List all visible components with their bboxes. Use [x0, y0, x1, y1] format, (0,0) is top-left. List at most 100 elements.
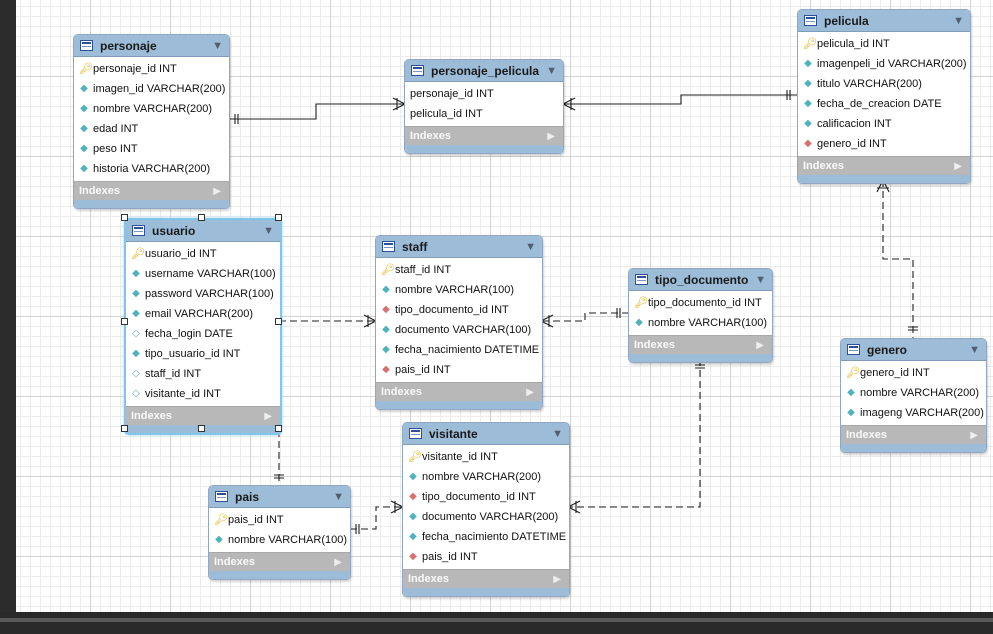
chevron-right-icon[interactable]: ▶	[547, 130, 555, 142]
table-pais[interactable]: pais ▼ 🔑︎pais_id INT ◆nombre VARCHAR(100…	[208, 485, 351, 580]
column-label: fecha_nacimiento DATETIME	[422, 531, 567, 543]
chevron-right-icon[interactable]: ▶	[756, 339, 764, 351]
column-row[interactable]: ◆fecha_nacimiento DATETIME	[376, 340, 542, 360]
chevron-down-icon[interactable]: ▼	[263, 224, 274, 237]
column-row[interactable]: 🔑︎pais_id INT	[209, 510, 350, 530]
column-row[interactable]: ◆email VARCHAR(200)	[126, 304, 280, 324]
column-row[interactable]: ◆historia VARCHAR(200)	[74, 159, 229, 179]
column-row[interactable]: 🔑︎pelicula_id INT	[798, 34, 970, 54]
table-staff[interactable]: staff ▼ 🔑︎staff_id INT ◆nombre VARCHAR(1…	[375, 235, 543, 410]
table-header[interactable]: staff ▼	[376, 236, 542, 258]
table-tipo-documento[interactable]: tipo_documento ▼ 🔑︎tipo_documento_id INT…	[628, 268, 773, 363]
column-row[interactable]: ◆username VARCHAR(100)	[126, 264, 280, 284]
chevron-right-icon[interactable]: ▶	[264, 410, 272, 422]
chevron-right-icon[interactable]: ▶	[334, 556, 342, 568]
column-row[interactable]: ◆fecha_nacimiento DATETIME	[403, 527, 569, 547]
table-header[interactable]: genero ▼	[841, 339, 986, 361]
table-visitante[interactable]: visitante ▼ 🔑︎visitante_id INT ◆nombre V…	[402, 422, 570, 597]
column-row[interactable]: ◆imagen_id VARCHAR(200)	[74, 79, 229, 99]
column-row[interactable]: ◆nombre VARCHAR(100)	[376, 280, 542, 300]
column-row[interactable]: 🔑︎tipo_documento_id INT	[629, 293, 772, 313]
table-personaje[interactable]: personaje ▼ 🔑︎personaje_id INT ◆imagen_i…	[73, 34, 230, 209]
resize-handle[interactable]	[198, 214, 205, 221]
chevron-down-icon[interactable]: ▼	[212, 39, 223, 52]
column-row[interactable]: ◆titulo VARCHAR(200)	[798, 74, 970, 94]
column-row[interactable]: ◆password VARCHAR(100)	[126, 284, 280, 304]
column-row[interactable]: ◆calificacion INT	[798, 114, 970, 134]
column-row[interactable]: ◆pais_id INT	[376, 360, 542, 380]
column-row[interactable]: ◆nombre VARCHAR(100)	[209, 530, 350, 550]
column-row[interactable]: ◆tipo_documento_id INT	[376, 300, 542, 320]
resize-handle[interactable]	[121, 214, 128, 221]
resize-handle[interactable]	[121, 318, 128, 325]
column-label: personaje_id INT	[93, 63, 177, 75]
column-row[interactable]: ◇visitante_id INT	[126, 384, 280, 404]
table-header[interactable]: visitante ▼	[403, 423, 569, 445]
resize-handle[interactable]	[275, 425, 282, 432]
table-usuario[interactable]: usuario ▼ 🔑︎usuario_id INT ◆username VAR…	[124, 218, 282, 435]
column-row[interactable]: ◆imageng VARCHAR(200)	[841, 403, 986, 423]
column-row[interactable]: ◆nombre VARCHAR(100)	[629, 313, 772, 333]
indexes-section[interactable]: Indexes▶	[209, 552, 350, 571]
indexes-section[interactable]: Indexes▶	[405, 126, 563, 145]
resize-handle[interactable]	[275, 214, 282, 221]
chevron-down-icon[interactable]: ▼	[755, 273, 766, 286]
resize-handle[interactable]	[198, 425, 205, 432]
column-row[interactable]: pelicula_id INT	[405, 104, 563, 124]
chevron-right-icon[interactable]: ▶	[213, 185, 221, 197]
column-row[interactable]: ◆genero_id INT	[798, 134, 970, 154]
column-row[interactable]: 🔑︎visitante_id INT	[403, 447, 569, 467]
column-row[interactable]: ◆tipo_documento_id INT	[403, 487, 569, 507]
chevron-down-icon[interactable]: ▼	[546, 64, 557, 77]
table-personaje-pelicula[interactable]: personaje_pelicula ▼ personaje_id INT pe…	[404, 59, 564, 154]
column-row[interactable]: personaje_id INT	[405, 84, 563, 104]
column-row[interactable]: 🔑︎genero_id INT	[841, 363, 986, 383]
indexes-section[interactable]: Indexes▶	[376, 382, 542, 401]
column-row[interactable]: 🔑︎usuario_id INT	[126, 244, 280, 264]
column-row[interactable]: ◆nombre VARCHAR(200)	[841, 383, 986, 403]
indexes-section[interactable]: Indexes▶	[798, 156, 970, 175]
chevron-down-icon[interactable]: ▼	[552, 427, 563, 440]
column-row[interactable]: ◆tipo_usuario_id INT	[126, 344, 280, 364]
table-header[interactable]: pelicula ▼	[798, 10, 970, 32]
horizontal-scrollbar[interactable]	[0, 612, 993, 634]
table-genero[interactable]: genero ▼ 🔑︎genero_id INT ◆nombre VARCHAR…	[840, 338, 987, 453]
indexes-section[interactable]: Indexes▶	[74, 181, 229, 200]
column-row[interactable]: ◆nombre VARCHAR(200)	[403, 467, 569, 487]
scrollbar-track[interactable]	[0, 618, 993, 622]
chevron-right-icon[interactable]: ▶	[526, 386, 534, 398]
column-row[interactable]: ◆peso INT	[74, 139, 229, 159]
table-header[interactable]: usuario ▼	[126, 220, 280, 242]
resize-handle[interactable]	[275, 318, 282, 325]
column-row[interactable]: 🔑︎staff_id INT	[376, 260, 542, 280]
column-row[interactable]: ◆edad INT	[74, 119, 229, 139]
resize-handle[interactable]	[121, 425, 128, 432]
indexes-section[interactable]: Indexes▶	[126, 406, 280, 425]
table-header[interactable]: personaje_pelicula ▼	[405, 60, 563, 82]
indexes-section[interactable]: Indexes▶	[403, 569, 569, 588]
chevron-down-icon[interactable]: ▼	[953, 14, 964, 27]
table-header[interactable]: tipo_documento ▼	[629, 269, 772, 291]
column-icon: ◆	[382, 284, 390, 295]
table-header[interactable]: pais ▼	[209, 486, 350, 508]
indexes-section[interactable]: Indexes▶	[629, 335, 772, 354]
column-row[interactable]: ◆documento VARCHAR(200)	[403, 507, 569, 527]
column-row[interactable]: ◆fecha_de_creacion DATE	[798, 94, 970, 114]
chevron-down-icon[interactable]: ▼	[969, 343, 980, 356]
chevron-down-icon[interactable]: ▼	[525, 240, 536, 253]
chevron-right-icon[interactable]: ▶	[970, 429, 978, 441]
column-row[interactable]: 🔑︎personaje_id INT	[74, 59, 229, 79]
column-row[interactable]: ◆imagenpeli_id VARCHAR(200)	[798, 54, 970, 74]
column-row[interactable]: ◆nombre VARCHAR(200)	[74, 99, 229, 119]
column-row[interactable]: ◆pais_id INT	[403, 547, 569, 567]
table-icon	[382, 241, 395, 252]
column-row[interactable]: ◇staff_id INT	[126, 364, 280, 384]
column-row[interactable]: ◆documento VARCHAR(100)	[376, 320, 542, 340]
chevron-down-icon[interactable]: ▼	[333, 490, 344, 503]
indexes-section[interactable]: Indexes▶	[841, 425, 986, 444]
column-row[interactable]: ◇fecha_login DATE	[126, 324, 280, 344]
chevron-right-icon[interactable]: ▶	[553, 573, 561, 585]
table-header[interactable]: personaje ▼	[74, 35, 229, 57]
chevron-right-icon[interactable]: ▶	[954, 160, 962, 172]
table-pelicula[interactable]: pelicula ▼ 🔑︎pelicula_id INT ◆imagenpeli…	[797, 9, 971, 184]
